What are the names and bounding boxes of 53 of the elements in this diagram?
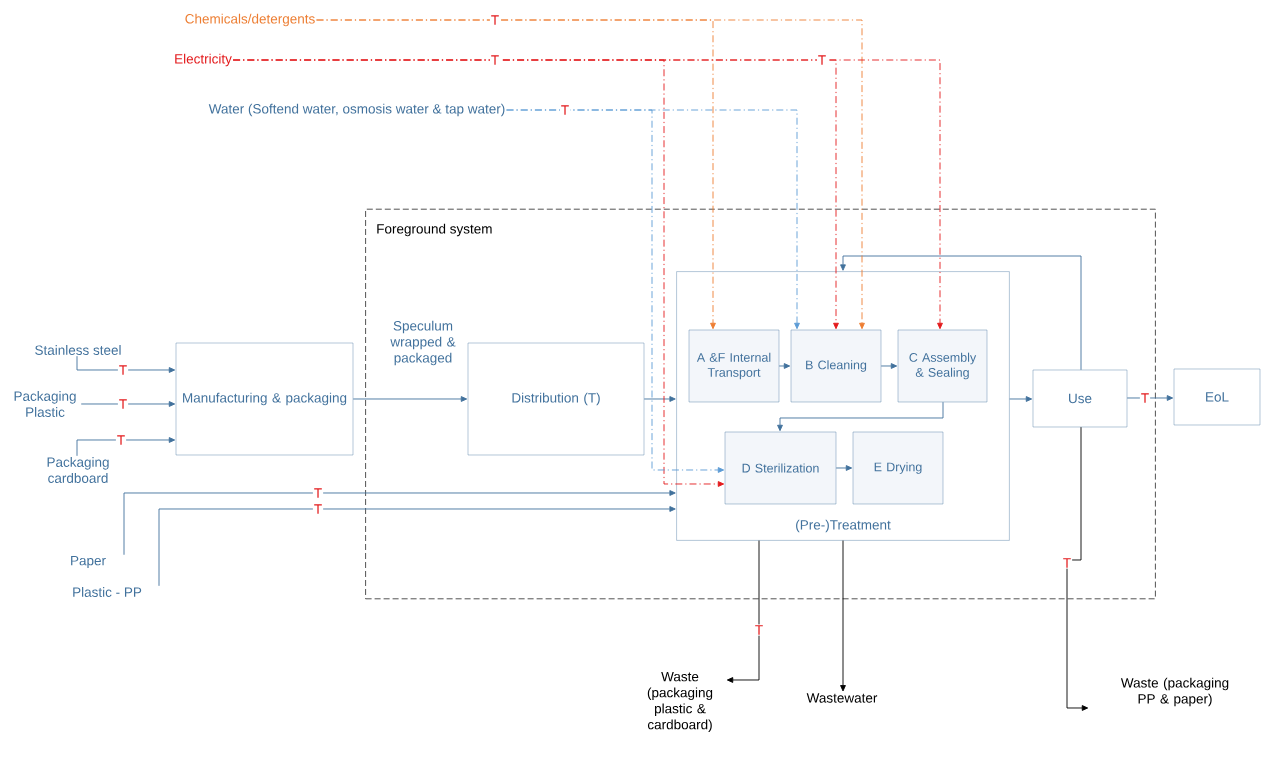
arrow (1009, 396, 1033, 402)
flow-label: Speculum wrapped & packaged (390, 320, 456, 366)
edge-label: T (117, 364, 129, 376)
edge-label: T (312, 487, 324, 499)
arrow (158, 506, 676, 587)
edge-label: T (489, 54, 501, 66)
arrow (1126, 395, 1174, 401)
arrow (777, 401, 944, 432)
arrow (506, 109, 800, 330)
process-box: Manufacturing & packaging (175, 342, 354, 456)
edge-label: T (753, 624, 765, 636)
edge-label: T (816, 54, 828, 66)
arrow (1066, 426, 1089, 711)
edge-label: T (117, 398, 129, 410)
edge-label: T (559, 104, 571, 116)
process-box: EoL (1173, 368, 1261, 426)
arrow (80, 401, 176, 407)
step-box: C Assembly & Sealing (897, 329, 988, 403)
arrow (232, 59, 725, 487)
step-box: A &F Internal Transport (688, 329, 780, 403)
input-label: Electricity (175, 53, 232, 67)
arrow (880, 363, 898, 369)
step-box: B Cleaning (790, 329, 882, 403)
input-label: Water (Softend water, osmosis water & tap water) (208, 103, 505, 117)
output-label: Waste (packaging PP & paper) (1120, 677, 1229, 707)
process-box: Distribution (T) (467, 342, 645, 456)
output-label: Wastewater (806, 693, 878, 703)
arrow (352, 396, 468, 402)
input-label: Plastic - PP (73, 587, 142, 597)
input-label: Packaging Plastic (14, 391, 76, 417)
input-label: Packaging cardboard (47, 457, 109, 483)
arrow (778, 363, 791, 369)
input-label: Stainless steel (35, 345, 121, 355)
edge-label: T (115, 434, 127, 446)
input-label: Paper (71, 555, 106, 569)
arrow (840, 255, 1082, 371)
process-box: Use (1032, 369, 1128, 428)
edge-label: T (1139, 392, 1151, 404)
arrow (316, 19, 865, 330)
step-box: D Sterilization (724, 431, 837, 505)
arrow (76, 437, 176, 457)
edge-label: T (489, 14, 501, 26)
step-box: E Drying (852, 431, 944, 505)
input-label: Chemicals/detergents (185, 13, 315, 27)
edge-label: T (1061, 557, 1073, 569)
arrow (643, 396, 676, 402)
edge-label: T (312, 503, 324, 515)
arrow (840, 540, 846, 692)
output-label: Waste (packaging plastic & cardboard) (647, 671, 713, 733)
arrow (123, 490, 676, 556)
arrow (726, 540, 760, 683)
arrow (76, 355, 176, 373)
arrow (835, 465, 853, 471)
